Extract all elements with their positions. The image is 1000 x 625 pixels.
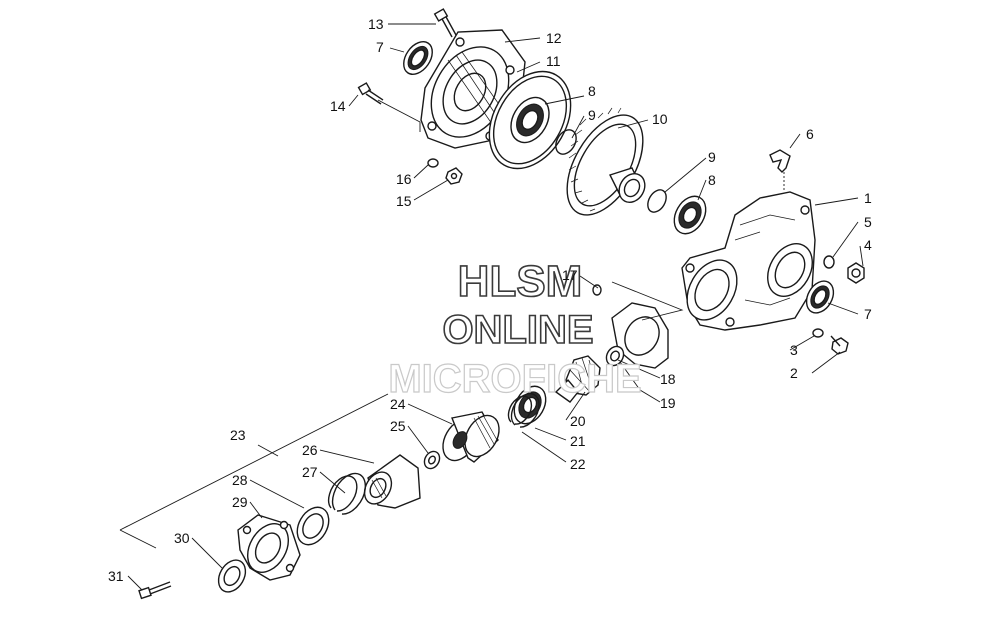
part-22-snap-ring bbox=[507, 392, 540, 428]
callout-8-right: 8 bbox=[708, 172, 716, 188]
callout-29: 29 bbox=[232, 494, 248, 510]
callout-labels: 13 7 12 11 14 16 15 8 9 10 9 8 6 1 5 4 7… bbox=[108, 16, 872, 584]
callout-24: 24 bbox=[390, 396, 406, 412]
part-9-shim-top bbox=[555, 129, 577, 155]
callout-12: 12 bbox=[546, 30, 562, 46]
callout-26: 26 bbox=[302, 442, 318, 458]
part-1-housing bbox=[681, 191, 816, 331]
callout-17: 17 bbox=[562, 267, 578, 283]
callout-3: 3 bbox=[790, 342, 798, 358]
part-24-coupler bbox=[442, 411, 500, 463]
leader-lines bbox=[119, 23, 864, 591]
part-2-bolt bbox=[830, 335, 849, 355]
callout-11: 11 bbox=[546, 53, 561, 69]
callout-1: 1 bbox=[864, 190, 872, 206]
callout-27: 27 bbox=[302, 464, 318, 480]
callout-15: 15 bbox=[396, 193, 412, 209]
part-27-snap-ring bbox=[327, 472, 367, 515]
part-7-seal-top bbox=[403, 41, 433, 75]
part-4-drain-plug bbox=[847, 262, 865, 284]
callout-31: 31 bbox=[108, 568, 124, 584]
callout-9-right: 9 bbox=[708, 149, 716, 165]
callout-6: 6 bbox=[806, 126, 814, 142]
part-20-pinion-gear bbox=[554, 355, 601, 403]
callout-5: 5 bbox=[864, 214, 872, 230]
part-9-shim-right bbox=[647, 189, 667, 213]
callout-7-top: 7 bbox=[376, 39, 384, 55]
callout-30: 30 bbox=[174, 530, 190, 546]
callout-14: 14 bbox=[330, 98, 346, 114]
callout-21: 21 bbox=[570, 433, 586, 449]
callout-2: 2 bbox=[790, 365, 798, 381]
callout-8-top: 8 bbox=[588, 83, 596, 99]
part-14-bolt bbox=[357, 82, 384, 105]
watermark-line-2: ONLINE bbox=[442, 308, 593, 352]
callout-7-right: 7 bbox=[864, 306, 872, 322]
part-10-ring-gear bbox=[566, 107, 646, 216]
part-28-bearing bbox=[296, 506, 330, 546]
part-29-cover bbox=[237, 514, 301, 581]
part-26-shift-collar bbox=[363, 454, 421, 509]
callout-9-top: 9 bbox=[588, 107, 596, 123]
part-3-washer bbox=[812, 328, 824, 338]
part-8-bearing-right bbox=[673, 195, 707, 235]
callout-16: 16 bbox=[396, 171, 412, 187]
part-13-bolt bbox=[433, 8, 457, 38]
part-30-seal bbox=[217, 559, 247, 593]
watermark-line-3: MICROFICHE bbox=[388, 357, 641, 401]
callout-19: 19 bbox=[660, 395, 676, 411]
part-31-bolt bbox=[138, 581, 172, 600]
callout-13: 13 bbox=[368, 16, 384, 32]
part-5-washer bbox=[823, 255, 835, 269]
callout-10: 10 bbox=[652, 111, 668, 127]
callout-23: 23 bbox=[230, 427, 246, 443]
part-7-seal-right bbox=[805, 280, 835, 314]
part-6-vent-fitting bbox=[769, 149, 791, 190]
callout-22: 22 bbox=[570, 456, 586, 472]
part-17-o-ring bbox=[592, 284, 602, 296]
callout-4: 4 bbox=[864, 237, 872, 253]
watermark-line-1: HLSM bbox=[458, 257, 583, 306]
callout-18: 18 bbox=[660, 371, 676, 387]
part-25-sleeve bbox=[423, 450, 441, 470]
part-15-nut bbox=[445, 167, 463, 185]
part-8-bearing-top bbox=[510, 96, 550, 144]
part-16-washer bbox=[427, 158, 439, 168]
callout-20: 20 bbox=[570, 413, 586, 429]
callout-25: 25 bbox=[390, 418, 406, 434]
callout-28: 28 bbox=[232, 472, 248, 488]
watermark: HLSM ONLINE MICROFICHE bbox=[388, 256, 643, 401]
